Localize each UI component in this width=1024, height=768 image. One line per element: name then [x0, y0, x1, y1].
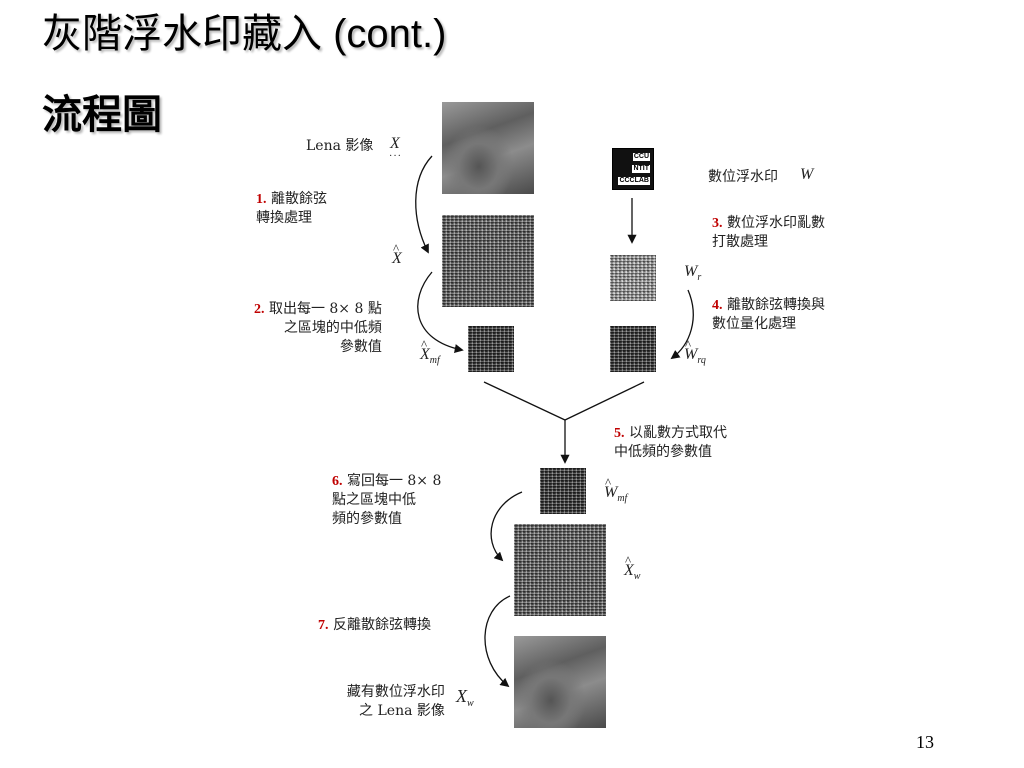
lena-label: Lena 影像 [306, 137, 373, 156]
slide-subtitle: 流程圖 [42, 91, 162, 138]
slide-title-en: (cont.) [322, 12, 447, 56]
x-hat-mf-sub: mf [429, 355, 440, 366]
step-6-number: 6. [332, 474, 343, 489]
w-r-sub: r [697, 272, 702, 283]
step-7-label: 7. 反離散餘弦轉換 [318, 616, 431, 635]
step-6-label: 6. 寫回每一 8× 8 點之區塊中低 頻的參數值 [332, 472, 441, 529]
w-hat-rq-sub: rq [697, 355, 706, 366]
step-7-number: 7. [318, 618, 329, 633]
step-2-label: 2. 取出每一 8× 8 點 之區塊的中低頻 參數值 [254, 300, 382, 357]
step-3-text: 數位浮水印亂數 打散處理 [712, 215, 825, 250]
step-6-text: 寫回每一 8× 8 點之區塊中低 頻的參數值 [332, 473, 442, 527]
step-3-label: 3. 數位浮水印亂數 打散處理 [712, 214, 825, 252]
scrambled-watermark-image [610, 255, 656, 301]
watermark-text-line: NTIT [632, 165, 650, 173]
x-hat-symbol: X [392, 241, 402, 268]
step-1-text: 離散餘弦 轉換處理 [256, 191, 327, 226]
x-hat-mf-base: X [420, 337, 430, 364]
step-4-text: 離散餘弦轉換與 數位量化處理 [712, 297, 825, 332]
arrow-step-7 [484, 595, 511, 688]
arrow-step-2 [417, 271, 464, 354]
w-symbol: W [800, 166, 813, 184]
w-hat-mf-base: W [604, 475, 617, 502]
dct-coefficients-image [442, 215, 534, 307]
step-5-label: 5. 以亂數方式取代 中低頻的參數值 [614, 424, 727, 462]
watermarked-lena-image [514, 636, 606, 728]
embedded-dct-image [514, 524, 606, 616]
final-label-text: 藏有數位浮水印 之 Lena 影像 [346, 684, 445, 719]
quantized-watermark-image [610, 326, 656, 372]
lena-label-text: Lena 影像 [306, 138, 374, 154]
final-label: 藏有數位浮水印 之 Lena 影像 [338, 664, 445, 721]
step-2-number: 2. [254, 302, 265, 317]
step-7-text: 反離散餘弦轉換 [332, 617, 431, 633]
step-5-text: 以亂數方式取代 中低頻的參數值 [614, 425, 727, 460]
x-w-symbol: Xw [456, 686, 474, 709]
x-symbol: X ··· [389, 135, 402, 162]
w-symbol-text: W [800, 166, 814, 183]
arrow-step-6 [490, 491, 523, 562]
step-4-number: 4. [712, 298, 723, 313]
replaced-block-image [540, 468, 586, 514]
arrow-step-4 [670, 289, 694, 360]
watermark-text-line: CCCLAB [618, 177, 650, 185]
page-number: 13 [916, 732, 934, 752]
x-hat-w-base: X [624, 553, 634, 580]
watermark-text-line: CCU [632, 153, 650, 161]
step-3-number: 3. [712, 216, 723, 231]
slide-title-cn: 灰階浮水印藏入 [42, 11, 322, 57]
w-hat-mf-symbol: Wmf [604, 475, 628, 504]
x-hat-w-symbol: Xw [624, 553, 641, 582]
x-symbol-text: X [390, 135, 400, 152]
slide-title: 灰階浮水印藏入 (cont.) [42, 10, 446, 58]
x-w-base: X [456, 686, 467, 706]
merge-line-right [564, 381, 645, 421]
x-hat-w-sub: w [633, 571, 641, 582]
x-hat-mf-symbol: Xmf [420, 337, 440, 366]
watermark-label: 數位浮水印 [708, 168, 778, 187]
watermark-image: CCU NTIT CCCLAB [612, 148, 654, 190]
step-2-text: 取出每一 8× 8 點 之區塊的中低頻 參數值 [268, 301, 382, 355]
w-r-symbol: Wr [684, 263, 701, 283]
arrow-step-1 [415, 155, 433, 254]
step-4-label: 4. 離散餘弦轉換與 數位量化處理 [712, 296, 825, 334]
merge-line-left [483, 381, 566, 421]
mid-low-freq-block-image [468, 326, 514, 372]
x-w-sub: w [467, 698, 474, 709]
w-hat-rq-symbol: Wrq [684, 337, 706, 366]
x-hat-text: X [392, 241, 402, 268]
w-hat-rq-base: W [684, 337, 697, 364]
w-hat-mf-sub: mf [617, 493, 628, 504]
step-5-number: 5. [614, 426, 625, 441]
step-1-label: 1. 離散餘弦 轉換處理 [256, 190, 327, 228]
w-r-base: W [684, 263, 698, 280]
step-1-number: 1. [256, 192, 267, 207]
lena-image [442, 102, 534, 194]
watermark-label-text: 數位浮水印 [708, 169, 778, 185]
